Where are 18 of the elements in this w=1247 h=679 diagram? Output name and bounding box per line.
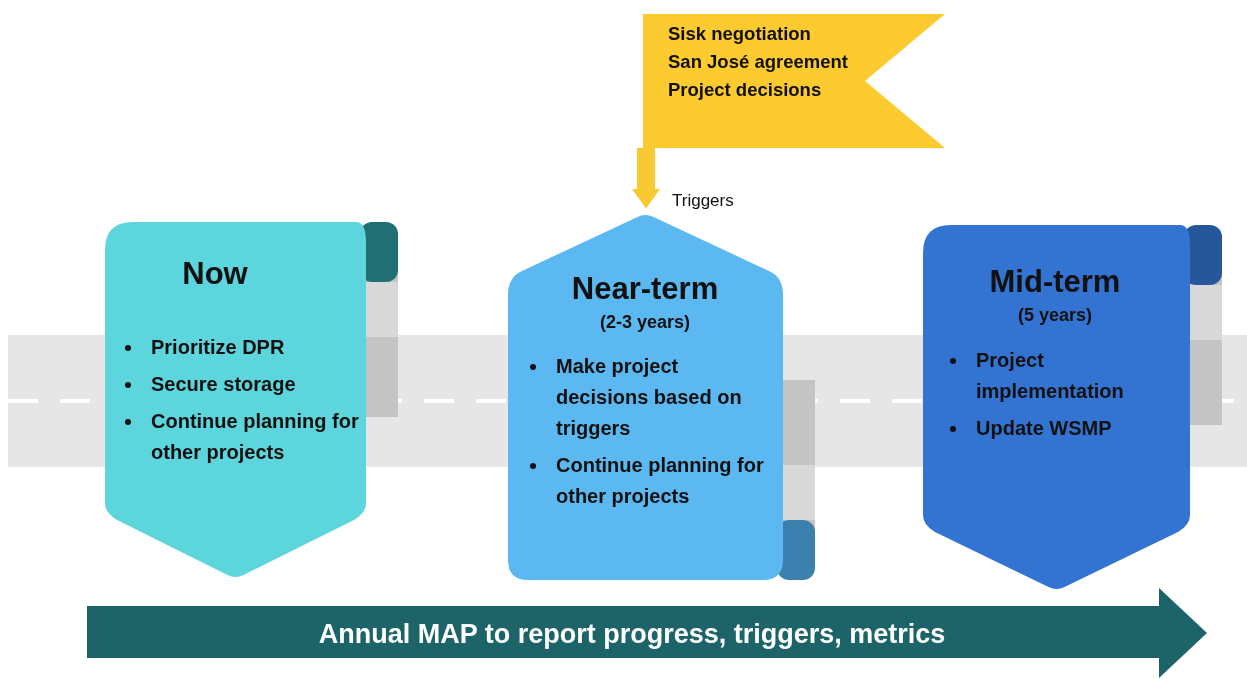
bullet-item: Make project decisions based on triggers xyxy=(528,351,771,444)
arrow xyxy=(632,148,660,209)
bullet-item: Secure storage xyxy=(123,369,376,400)
bullet-item: Continue planning for other projects xyxy=(528,450,771,512)
stage-duration: (2-3 years) xyxy=(598,312,692,333)
stage-duration: (5 years) xyxy=(1016,305,1094,326)
stage-title: Now xyxy=(181,255,249,293)
timeline-text: Annual MAP to report progress, triggers, metrics xyxy=(317,619,947,650)
bullet-item: Project implementation xyxy=(948,345,1176,407)
edge-label: Triggers xyxy=(670,191,736,211)
stage-title: Near-term xyxy=(570,270,720,308)
trigger-item: Sisk negotiation xyxy=(668,22,812,46)
stage-title: Mid-term xyxy=(988,263,1122,301)
bullet-item: Prioritize DPR xyxy=(123,332,376,363)
bullet-item: Continue planning for other projects xyxy=(123,406,376,468)
bullet-item: Update WSMP xyxy=(948,413,1176,444)
trigger-item: Project decisions xyxy=(668,78,823,102)
trigger-item: San José agreement xyxy=(668,50,848,74)
